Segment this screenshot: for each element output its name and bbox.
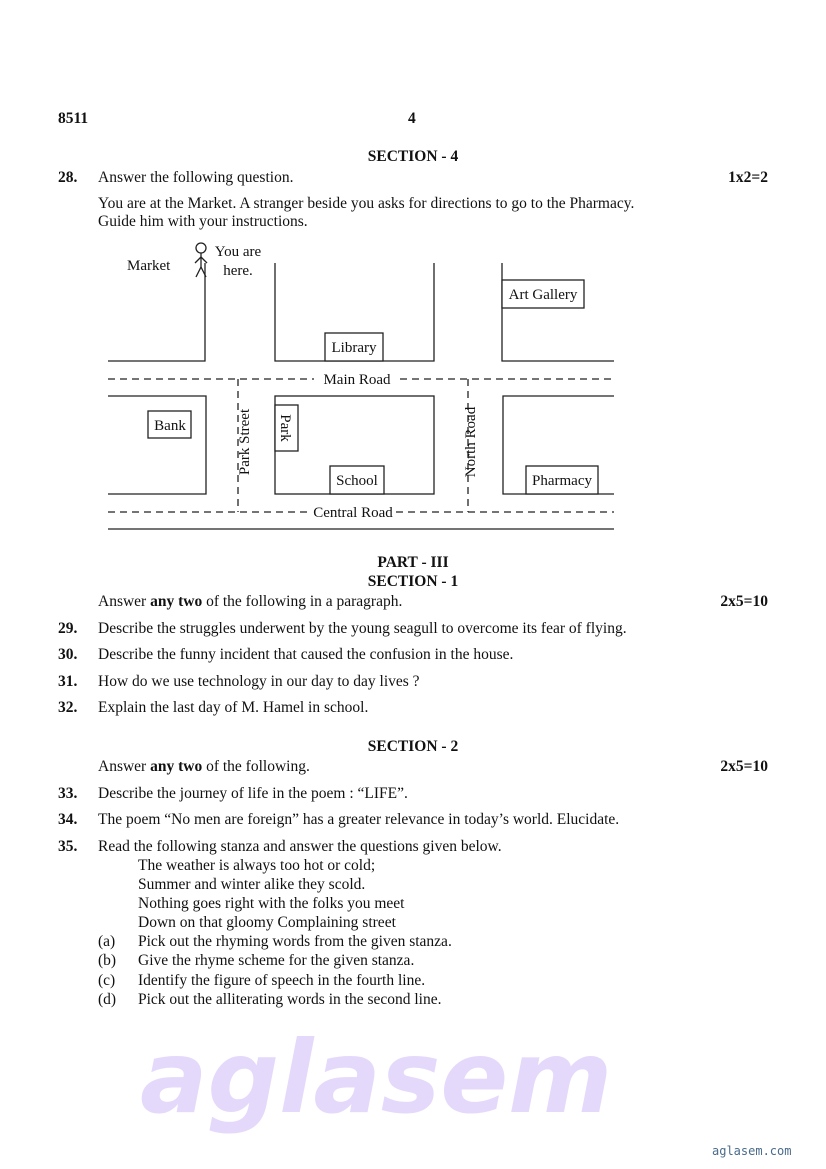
- q29-text: Describe the struggles underwent by the …: [98, 620, 627, 637]
- stanza-line: The weather is always too hot or cold;: [138, 857, 376, 874]
- sub-question-text: Identify the figure of speech in the fou…: [138, 972, 426, 989]
- school-label: School: [336, 473, 378, 489]
- park-label: Park: [277, 414, 293, 442]
- market-label: Market: [127, 258, 171, 274]
- section-1-instructions: Answer any two of the following in a par…: [98, 593, 402, 611]
- sub-question-text: Give the rhyme scheme for the given stan…: [138, 952, 415, 969]
- q31-number: 31.: [58, 673, 78, 690]
- page-number: 4: [408, 110, 416, 127]
- q32-number: 32.: [58, 699, 78, 716]
- q34-number: 34.: [58, 811, 78, 828]
- park-street-label: Park Street: [237, 408, 253, 475]
- section-4-title: SECTION - 4: [367, 148, 459, 165]
- section-2-marks: 2x5=10: [720, 758, 768, 775]
- here-label: here.: [223, 263, 253, 279]
- instr-text: Answer: [98, 758, 151, 775]
- section-2-instructions: Answer any two of the following.: [98, 758, 310, 776]
- instr-text: of the following in a paragraph.: [202, 593, 403, 610]
- north-road-label: North Road: [463, 406, 479, 477]
- q33-text: Describe the journey of life in the poem…: [98, 785, 408, 802]
- q32-text: Explain the last day of M. Hamel in scho…: [98, 699, 369, 716]
- sub-question-label: (d): [98, 991, 117, 1008]
- instr-text: Answer: [98, 593, 151, 610]
- q33-number: 33.: [58, 785, 78, 802]
- sub-question-label: (a): [98, 933, 116, 950]
- bank-label: Bank: [154, 418, 186, 434]
- stanza-line: Down on that gloomy Complaining street: [138, 914, 396, 931]
- sub-question-label: (c): [98, 972, 116, 989]
- q35-text: Read the following stanza and answer the…: [98, 838, 502, 855]
- library-label: Library: [332, 340, 377, 356]
- footer-site-link[interactable]: aglasem.com: [712, 1144, 792, 1158]
- you-are-label: You are: [215, 244, 262, 260]
- q29-number: 29.: [58, 620, 78, 637]
- instr-text: of the following.: [202, 758, 310, 775]
- q30-text: Describe the funny incident that caused …: [98, 646, 514, 663]
- q28-line1: You are at the Market. A stranger beside…: [98, 195, 635, 212]
- sub-question-label: (b): [98, 952, 117, 969]
- q28-line2: Guide him with your instructions.: [98, 213, 308, 230]
- instr-emphasis: any two: [150, 758, 203, 775]
- sub-question-text: Pick out the rhyming words from the give…: [138, 933, 452, 950]
- central-road-label: Central Road: [313, 505, 393, 521]
- section-1-marks: 2x5=10: [720, 593, 768, 610]
- paper-code: 8511: [58, 110, 89, 127]
- q31-text: How do we use technology in our day to d…: [98, 673, 420, 690]
- stanza-line: Summer and winter alike they scold.: [138, 876, 366, 893]
- part-3-title: PART - III: [377, 554, 449, 571]
- q35-number: 35.: [58, 838, 78, 855]
- direction-map: Market You are here. Library Art Gallery…: [108, 242, 614, 530]
- stanza-line: Nothing goes right with the folks you me…: [138, 895, 405, 912]
- main-road-label: Main Road: [323, 372, 391, 388]
- section-1-title: SECTION - 1: [367, 573, 459, 590]
- instr-emphasis: any two: [150, 593, 203, 610]
- art-gallery-label: Art Gallery: [509, 287, 578, 303]
- q28-text: Answer the following question.: [98, 169, 294, 186]
- q30-number: 30.: [58, 646, 78, 663]
- section-2-title: SECTION - 2: [367, 738, 459, 755]
- pharmacy-label: Pharmacy: [532, 473, 592, 489]
- q28-number: 28.: [58, 169, 78, 186]
- watermark: aglasem: [140, 1019, 613, 1136]
- sub-question-text: Pick out the alliterating words in the s…: [138, 991, 442, 1008]
- q34-text: The poem “No men are foreign” has a grea…: [98, 811, 620, 828]
- q28-marks: 1x2=2: [728, 169, 768, 186]
